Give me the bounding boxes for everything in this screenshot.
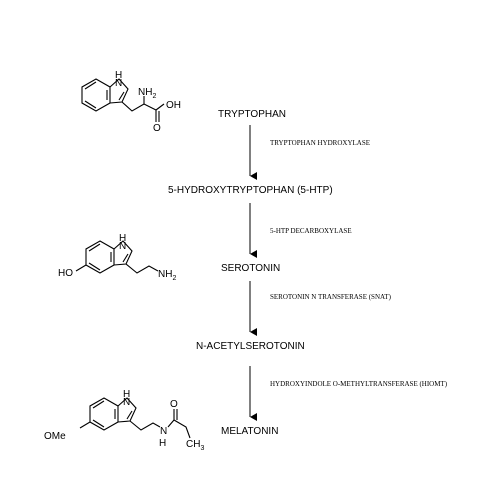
- tryptophan-n-label: N: [115, 78, 122, 89]
- serotonin-n-label: N: [119, 241, 126, 252]
- tryptophan-nh2-label: NH2: [138, 87, 156, 100]
- tryptophan-nh-label: H: [115, 70, 122, 81]
- enzyme-tryptophan-hydroxylase: TRYPTOPHAN HYDROXYLASE: [270, 139, 370, 147]
- melatonin-structure: [79, 397, 191, 439]
- serotonin-structure: [75, 240, 159, 274]
- melatonin-amide-n-label: N: [160, 426, 167, 437]
- tryptophan-oh-label: OH: [166, 100, 181, 111]
- enzyme-snat: SEROTONIN N TRANSFERASE (SNAT): [270, 293, 392, 301]
- melatonin-n-label: N: [123, 397, 130, 408]
- compound-n-acetylserotonin: N-ACETYLSEROTONIN: [196, 341, 305, 352]
- compound-serotonin: SEROTONIN: [221, 263, 280, 274]
- serotonin-nh-label: H: [119, 233, 126, 244]
- tryptophan-o-label: O: [153, 123, 161, 134]
- melatonin-amide-h-label: H: [159, 438, 166, 449]
- compound-5-htp: 5-HYDROXYTRYPTOPHAN (5-HTP): [168, 185, 333, 196]
- enzyme-5-htp-decarboxylase: 5-HTP DECARBOXYLASE: [270, 227, 352, 235]
- compound-tryptophan: TRYPTOPHAN: [218, 109, 286, 120]
- melatonin-ome-label: OMe: [44, 431, 66, 442]
- compound-melatonin: MELATONIN: [221, 426, 278, 437]
- enzyme-hiomt: HYDROXYINDOLE O-METHYLTRANSFERASE (HIOMT…: [270, 380, 448, 388]
- melatonin-o-label: O: [170, 399, 178, 410]
- melatonin-ch3-label: CH3: [186, 439, 204, 452]
- serotonin-ho-label: HO: [58, 268, 73, 279]
- tryptophan-structure: [81, 78, 165, 122]
- melatonin-nh-label: H: [123, 389, 130, 400]
- serotonin-nh2-label: NH2: [158, 269, 176, 282]
